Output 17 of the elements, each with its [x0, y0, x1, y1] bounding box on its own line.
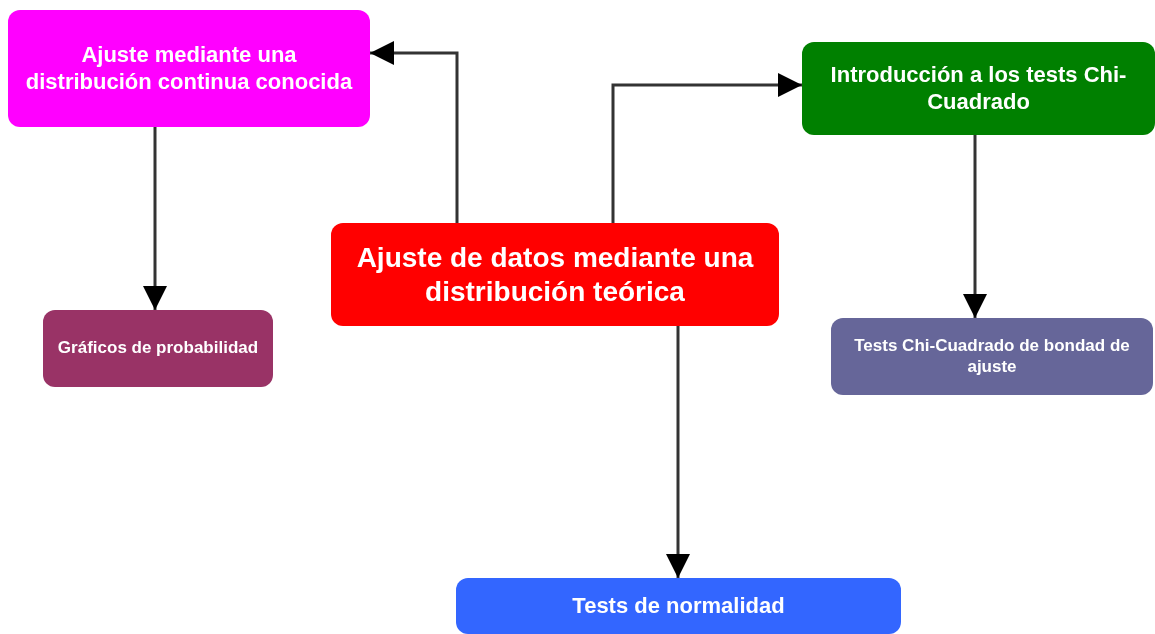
- process-box: [331, 223, 779, 326]
- box-label: Gráficos de probabilidad: [57, 338, 259, 359]
- box-label: Tests de normalidad: [572, 592, 785, 620]
- arrow: [143, 127, 167, 310]
- box-label: Tests Chi-Cuadrado de bondad de ajuste: [853, 336, 1131, 377]
- process-box: [8, 10, 370, 127]
- arrow: [370, 41, 459, 223]
- box-label: Ajuste de datos mediante una distribución teórica: [355, 240, 755, 309]
- arrow: [963, 135, 987, 318]
- box-label: Introducción a los tests Chi-Cuadrado: [829, 62, 1128, 115]
- process-box: [802, 42, 1155, 135]
- process-box: [831, 318, 1153, 395]
- arrow: [666, 326, 690, 578]
- box-label: Ajuste mediante una distribución continua conocida: [24, 42, 354, 95]
- arrow: [611, 73, 802, 223]
- process-box: [456, 578, 901, 634]
- process-box: [43, 310, 273, 387]
